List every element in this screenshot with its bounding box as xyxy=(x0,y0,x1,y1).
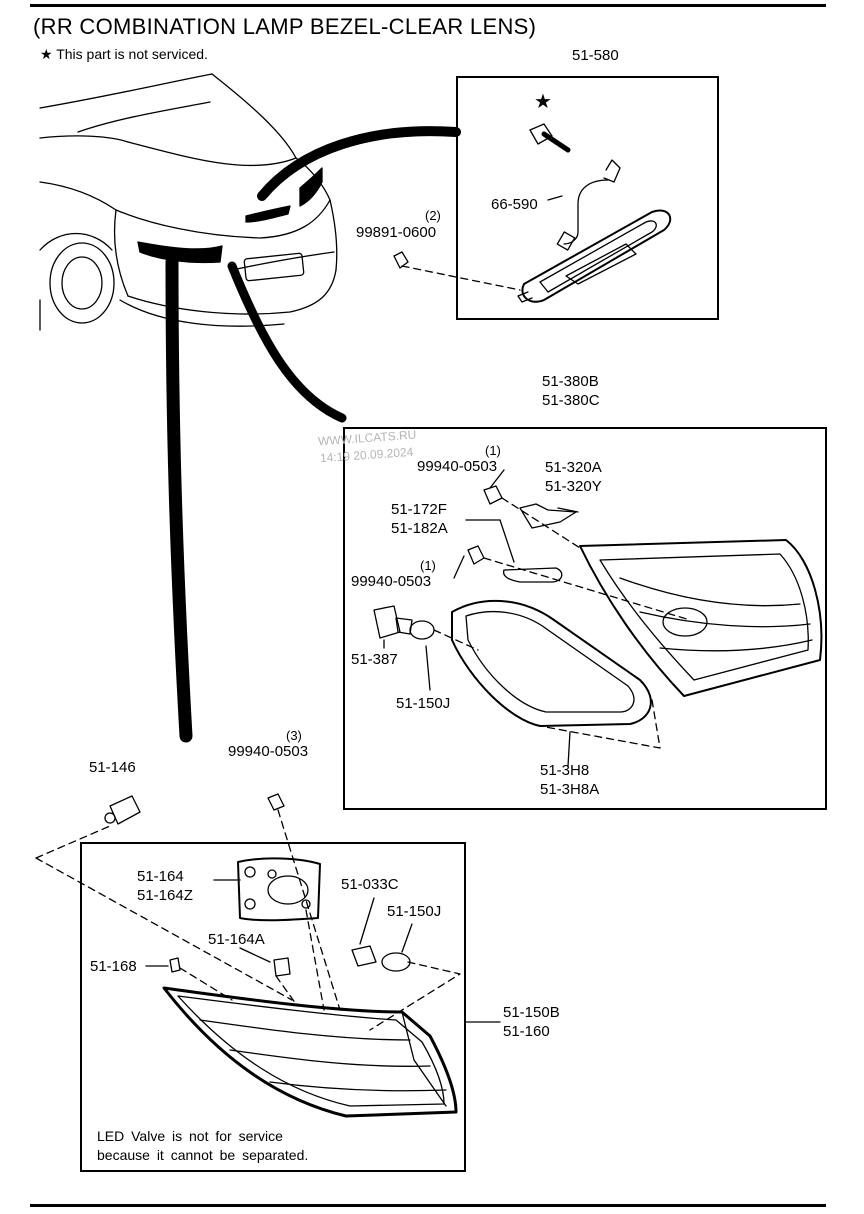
part-label-51-172f: 51-172F xyxy=(391,501,447,518)
diagram-title: (RR COMBINATION LAMP BEZEL-CLEAR LENS) xyxy=(33,14,537,39)
note-text: This part is not serviced. xyxy=(56,46,208,62)
part-label-51-320y: 51-320Y xyxy=(545,478,602,495)
part-label-99940-0503-b: 99940-0503 xyxy=(351,573,432,590)
part-label-51-146: 51-146 xyxy=(89,759,136,776)
part-label-66-590: 66-590 xyxy=(491,196,538,213)
part-label-51-3h8: 51-3H8 xyxy=(540,762,590,779)
part-label-51-033c: 51-033C xyxy=(341,876,399,893)
part-label-51-150j-a: 51-150J xyxy=(396,695,451,712)
part-label-51-164z: 51-164Z xyxy=(137,887,193,904)
box-high-mount-lamp xyxy=(456,76,719,320)
box-outer-lamp xyxy=(80,842,466,1172)
part-label-51-387: 51-387 xyxy=(351,651,398,668)
box-inner-lamp xyxy=(343,427,827,810)
part-label-99940-0503-a: 99940-0503 xyxy=(417,458,498,475)
part-label-51-320a: 51-320A xyxy=(545,459,602,476)
top-rule xyxy=(30,4,826,7)
part-label-99891-0600: 99891-0600 xyxy=(356,224,437,241)
part-label-51-3h8a: 51-3H8A xyxy=(540,781,600,798)
part-label-51-182a: 51-182A xyxy=(391,520,448,537)
part-label-51-164a: 51-164A xyxy=(208,931,265,948)
part-label-51-580: 51-580 xyxy=(572,47,619,64)
inner-lamp-assembly xyxy=(373,485,823,727)
part-label-51-380b: 51-380B xyxy=(542,373,599,390)
star-icon: ★ xyxy=(40,46,53,62)
not-serviced-marker: ★ xyxy=(534,89,552,113)
bottom-rule xyxy=(30,1204,826,1207)
led-note: LED Valve is not for service because it … xyxy=(97,1127,308,1165)
qty-label-99940-0503-c: (3) xyxy=(286,728,302,743)
car-rear-illustration xyxy=(39,73,338,331)
part-label-51-168: 51-168 xyxy=(90,958,137,975)
led-note-line-2: because it cannot be separated. xyxy=(97,1147,309,1163)
part-label-51-164: 51-164 xyxy=(137,868,184,885)
not-serviced-note: ★ This part is not serviced. xyxy=(40,46,208,63)
qty-label-99940-0503-a: (1) xyxy=(485,443,501,458)
led-note-line-1: LED Valve is not for service xyxy=(97,1128,283,1144)
qty-label-99891-0600: (2) xyxy=(425,208,441,223)
part-label-51-150j-b: 51-150J xyxy=(387,903,442,920)
part-label-99940-0503-c: 99940-0503 xyxy=(228,743,309,760)
high-mount-stop-lamp xyxy=(517,123,672,303)
part-label-51-380c: 51-380C xyxy=(542,392,600,409)
part-label-51-150b: 51-150B xyxy=(503,1004,560,1021)
outer-lamp-assembly xyxy=(104,793,458,1118)
part-label-51-160: 51-160 xyxy=(503,1023,550,1040)
qty-label-99940-0503-b: (1) xyxy=(420,558,436,573)
